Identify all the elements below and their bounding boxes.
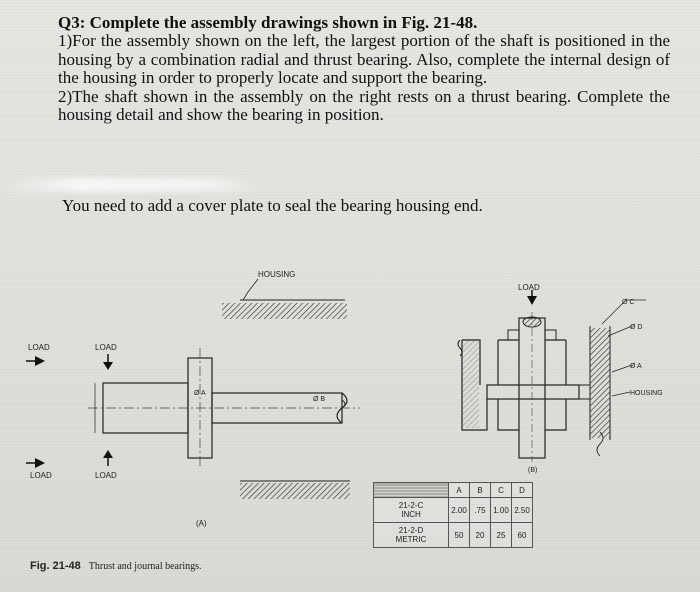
table-cell: .75 [469, 497, 491, 523]
load-arrow-up [103, 450, 113, 458]
housing-wall-b [590, 328, 610, 438]
drawing-a-label: (A) [196, 519, 207, 528]
table-cell: 2.00 [448, 497, 470, 523]
figure-number: Fig. 21-48 [30, 560, 81, 572]
housing-hatch-top [222, 303, 347, 319]
question-part-2: 2)The shaft shown in the assembly on the… [58, 86, 670, 125]
question-title: Q3: Complete the assembly drawings shown… [58, 13, 478, 32]
load-label-left-top: LOAD [28, 343, 50, 352]
load-arrow-right-bottom [35, 458, 45, 468]
housing-hatch-bottom [240, 483, 350, 499]
load-arrow-right-top [35, 356, 45, 366]
photo-glare [0, 178, 260, 192]
dia-d-label: Ø D [630, 324, 642, 331]
dia-c-label: Ø C [622, 299, 634, 306]
table-header-row: A B C D [373, 482, 533, 498]
table-cell: 60 [511, 522, 533, 548]
table-header-c: C [490, 482, 512, 498]
question-part-1: 1)For the assembly shown on the left, th… [58, 31, 670, 88]
dia-a-label-b: Ø A [630, 363, 642, 370]
housing-label-a: HOUSING [258, 270, 295, 279]
table-cell: 50 [448, 522, 470, 548]
dia-b-label: Ø B [313, 396, 325, 403]
table-cell: 1.00 [490, 497, 512, 523]
dia-a-label: Ø A [194, 390, 206, 397]
figure-title: Thrust and journal bearings. [88, 561, 202, 572]
drawing-a: HOUSING Ø A Ø B LOAD LOAD LOAD [26, 270, 360, 528]
drawing-b-label: (B) [528, 467, 537, 474]
load-arrow-b [527, 296, 537, 305]
table-cell: 20 [469, 522, 491, 548]
table-header-d: D [511, 482, 533, 498]
load-label-b: LOAD [518, 283, 540, 292]
load-label-left-bottom: LOAD [30, 471, 52, 480]
drawing-b: LOAD Ø C Ø D Ø A HOUSING [457, 283, 663, 474]
load-label-top: LOAD [95, 343, 117, 352]
load-label-bottom: LOAD [95, 471, 117, 480]
question-block: Q3: Complete the assembly drawings shown… [58, 13, 670, 125]
table-cell: 2.50 [511, 497, 533, 523]
housing-label-b: HOUSING [630, 390, 663, 397]
table-header-b: B [469, 482, 491, 498]
cover-plate-note: You need to add a cover plate to seal th… [62, 196, 483, 215]
figure-caption: Fig. 21-48 Thrust and journal bearings. [30, 560, 202, 572]
load-arrow-down [103, 362, 113, 370]
table-header-a: A [448, 482, 470, 498]
table-corner-cell [373, 482, 449, 498]
table-cell: 25 [490, 522, 512, 548]
